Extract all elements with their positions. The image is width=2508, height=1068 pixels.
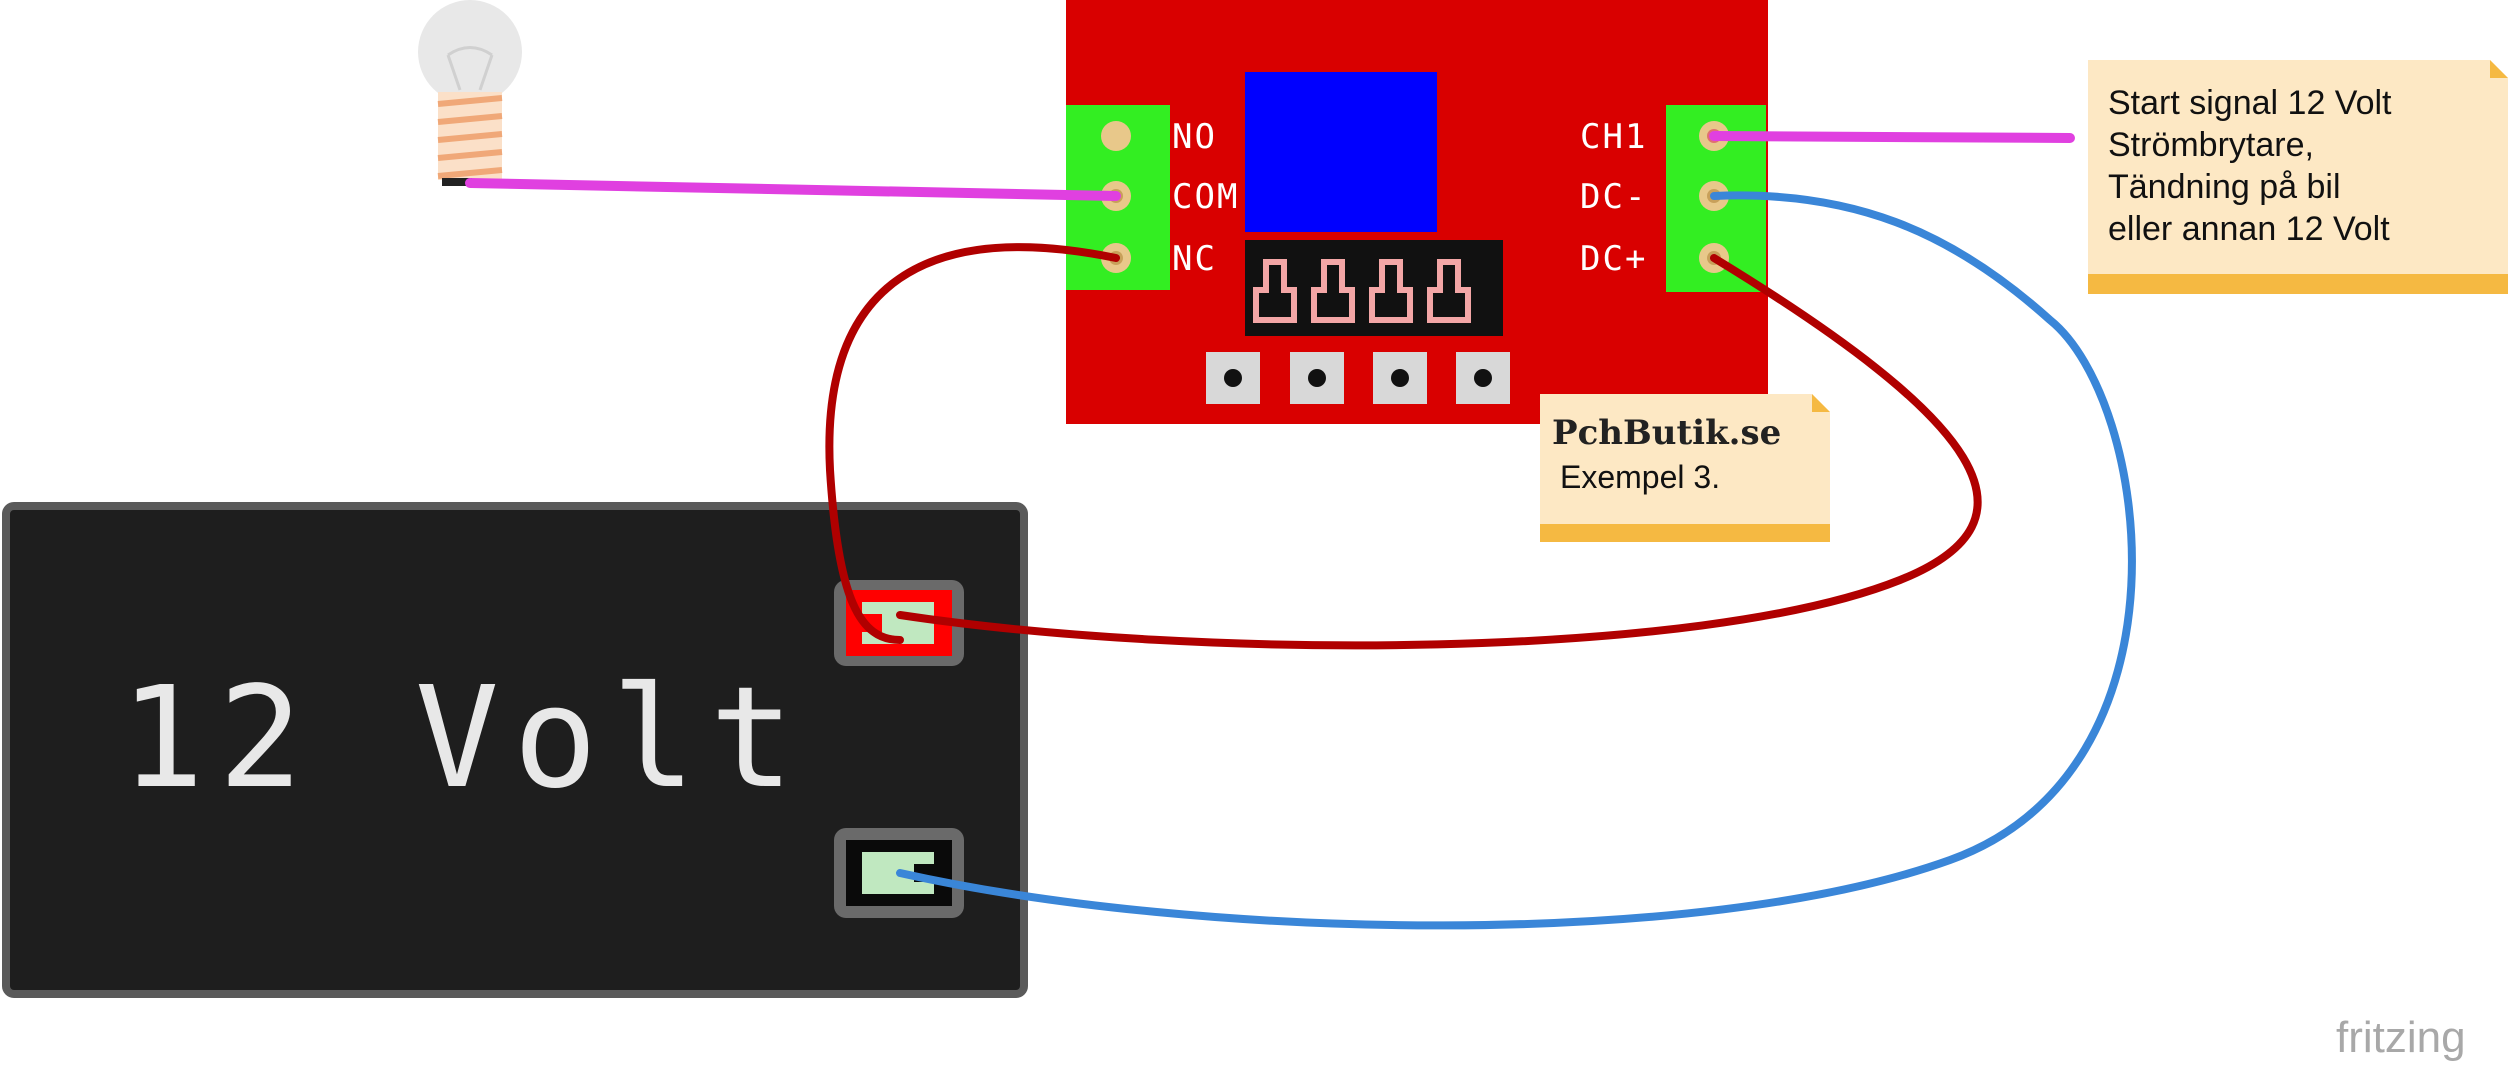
light-bulb-icon (418, 0, 522, 186)
example-note: PchButik.se Exempel 3. (1540, 394, 1830, 542)
wires (465, 131, 2136, 930)
board-buttons (1206, 352, 1510, 404)
relay-board: NO COM NC (1066, 0, 1768, 424)
relay-component (1245, 72, 1437, 232)
terminal-label-nc: NC (1172, 239, 1217, 279)
terminal-label-no: NO (1172, 117, 1217, 157)
signal-note-line-4: eller annan 12 Volt (2108, 210, 2390, 248)
example-note-title: PchButik.se (1552, 413, 1781, 453)
example-note-subtitle: Exempel 3. (1560, 459, 1720, 495)
terminal-label-dc-plus: DC+ (1580, 239, 1647, 279)
battery-positive-terminal (834, 580, 964, 666)
terminal-label-ch1: CH1 (1580, 117, 1647, 157)
wire-negative-dcminus (896, 191, 2136, 930)
terminal-label-dc-minus: DC- (1580, 177, 1647, 217)
wire-bulb-com (465, 178, 1121, 201)
terminal-label-com: COM (1172, 177, 1239, 217)
signal-note-line-1: Start signal 12 Volt (2108, 84, 2392, 122)
fritzing-watermark: fritzing (2336, 1013, 2466, 1062)
signal-note: Start signal 12 Volt Strömbrytare, Tändn… (2088, 60, 2508, 294)
battery: 12 Volt (2, 502, 1028, 998)
battery-label: 12 Volt (120, 657, 808, 820)
wire-ch1-signal (1709, 131, 2075, 143)
wire-nc-positive (825, 243, 1120, 644)
wire-positive-dcplus (896, 254, 1982, 650)
signal-note-line-2: Strömbrytare, (2108, 126, 2314, 164)
signal-note-line-3: Tändning på bil (2108, 168, 2341, 206)
dip-switch (1245, 240, 1503, 336)
